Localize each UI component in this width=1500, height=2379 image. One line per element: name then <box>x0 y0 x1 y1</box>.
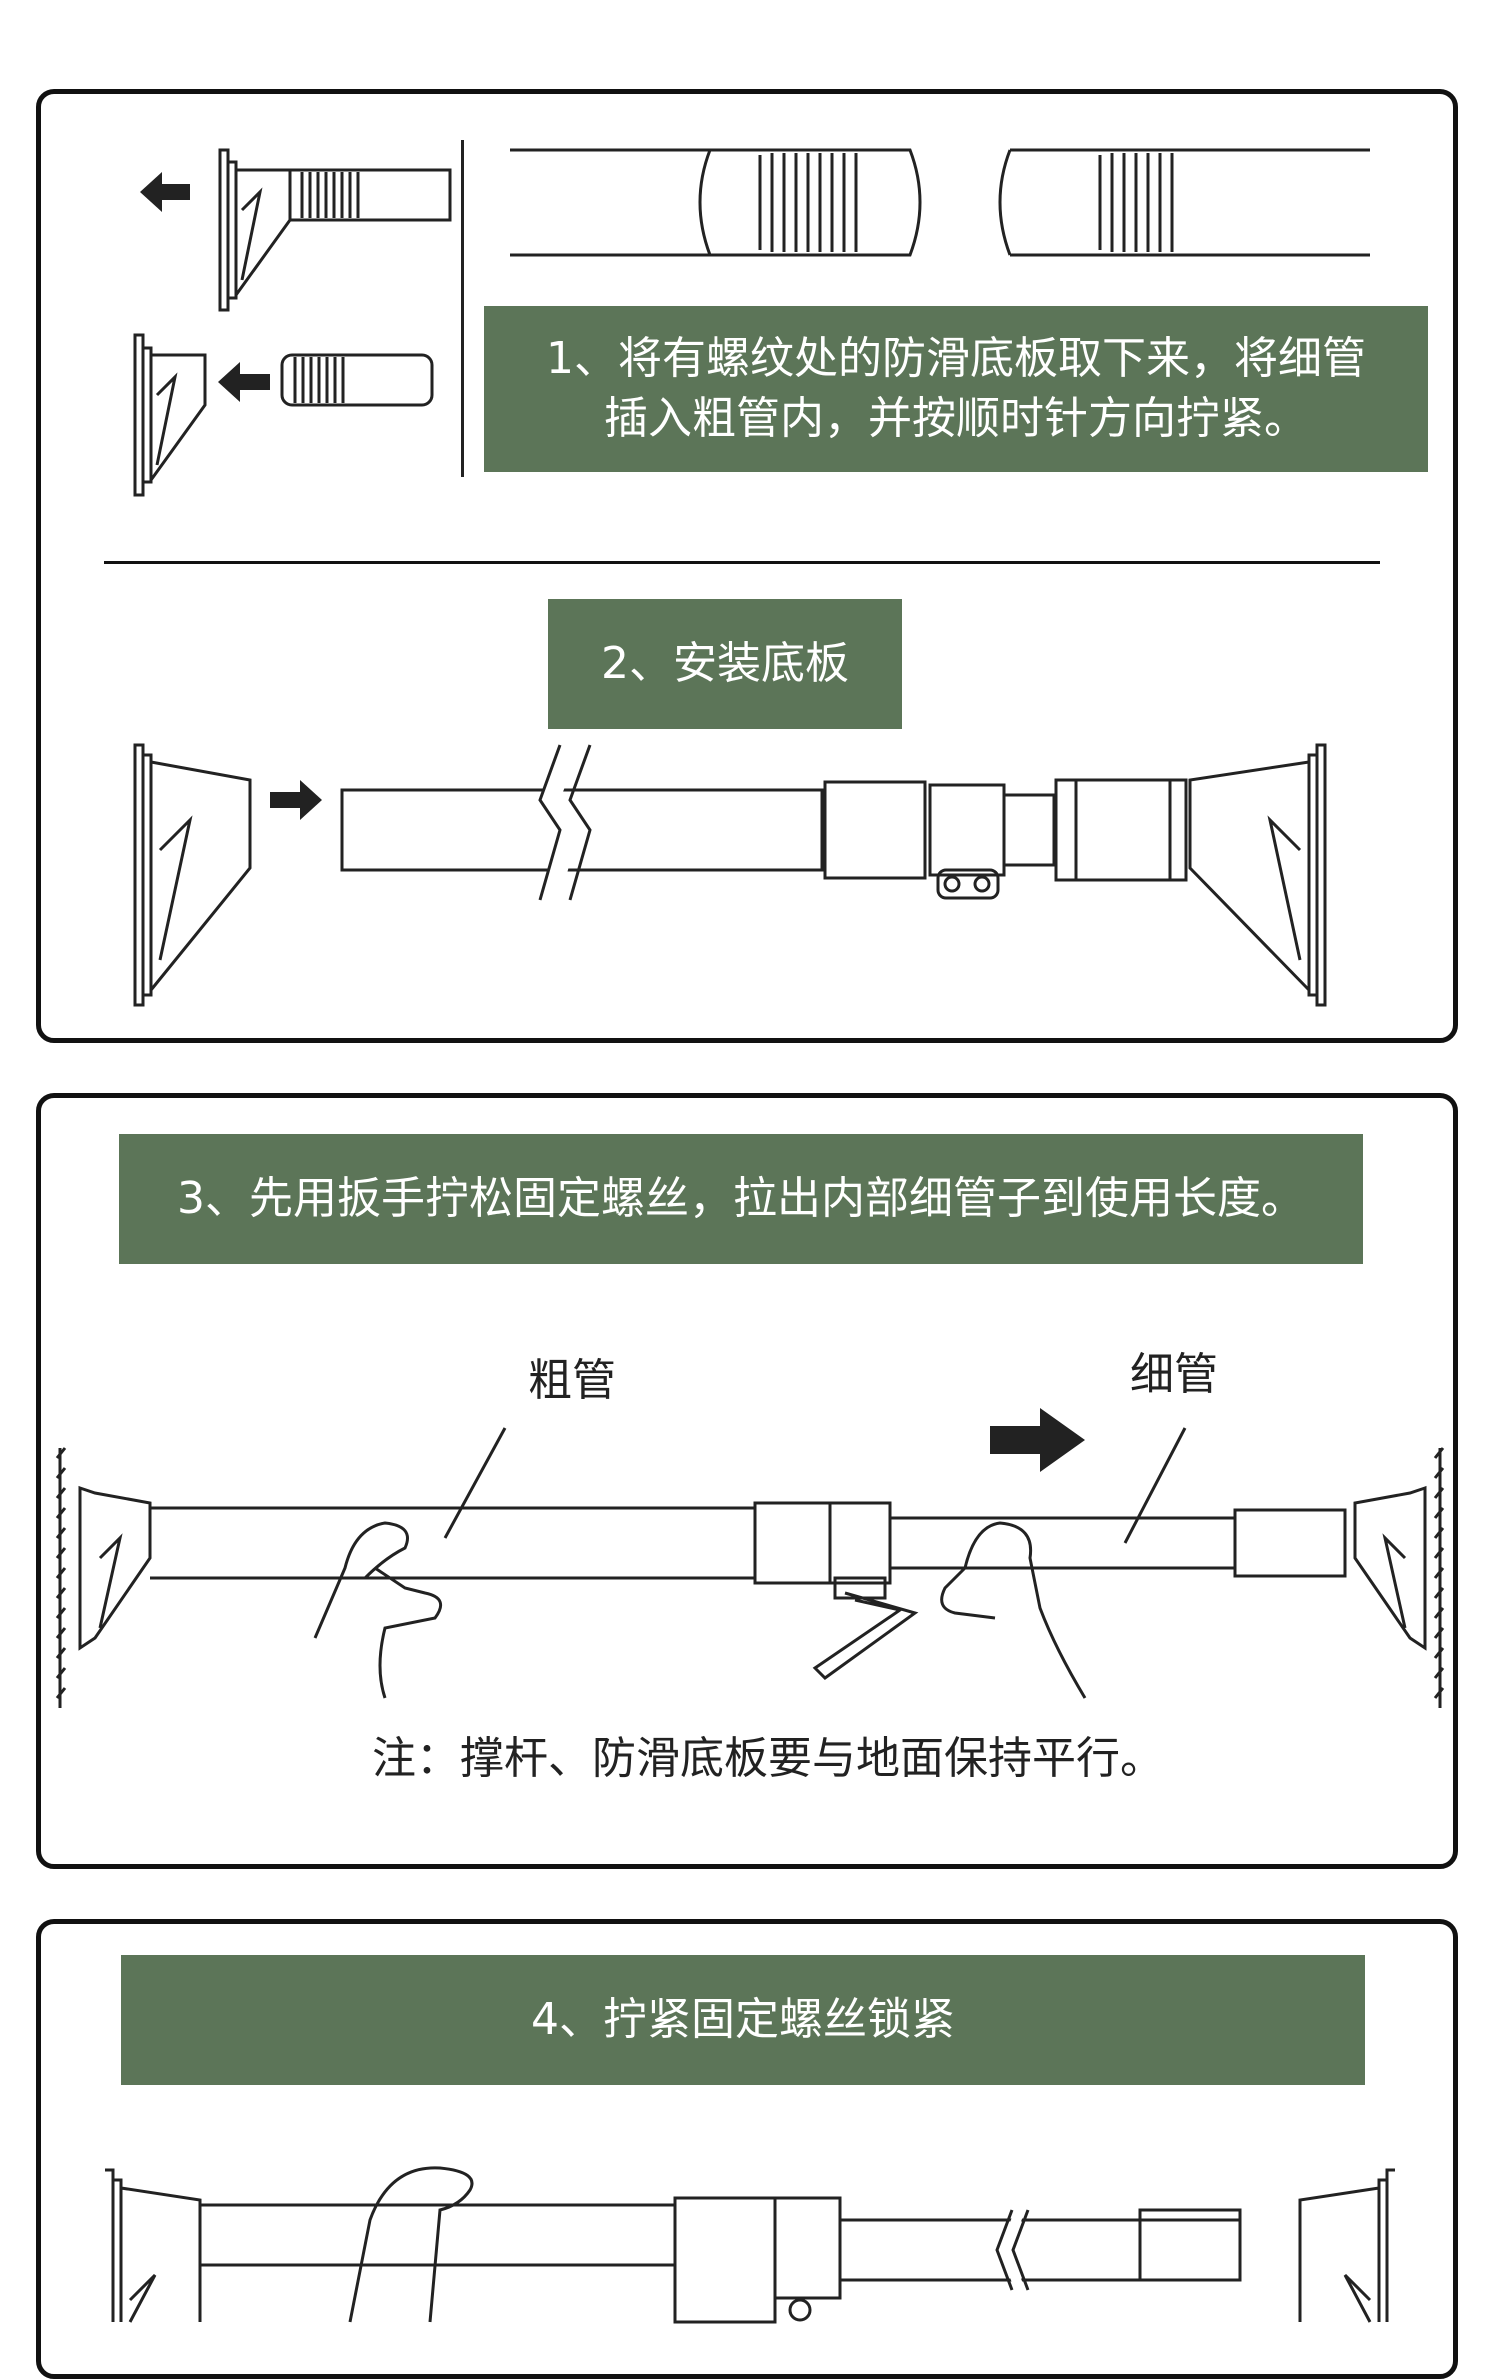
base-plate-icon <box>220 150 290 310</box>
step1-divider <box>461 140 464 477</box>
section-divider <box>104 561 1380 564</box>
arrow-right-icon <box>990 1408 1085 1472</box>
base-plate-icon <box>1190 745 1325 1005</box>
arrow-right-icon <box>270 780 322 820</box>
hand-icon <box>315 1523 1085 1698</box>
parallel-note: 注：撑杆、防滑底板要与地面保持平行。 <box>372 1733 1164 1784</box>
wrench-icon <box>815 1593 915 1678</box>
tube-thread-illustration <box>510 145 1370 260</box>
thin-tube-label: 细管 <box>1130 1349 1218 1400</box>
step3-text: 3、先用扳手拧松固定螺丝，拉出内部细管子到使用长度。 <box>177 1173 1305 1224</box>
step1-text-line1: 1、将有螺纹处的防滑底板取下来，将细管 <box>546 333 1366 384</box>
thread-rings <box>302 172 358 218</box>
rod-assembly-illustration <box>130 740 1330 1010</box>
hand-icon <box>350 2168 472 2322</box>
extend-rod-illustration <box>55 1408 1445 1718</box>
thick-tube-label: 粗管 <box>528 1355 616 1406</box>
base-attach-illustration <box>130 330 450 500</box>
base-plate-icon <box>135 745 250 1005</box>
step2-text: 2、安装底板 <box>601 638 849 689</box>
step3-banner: 3、先用扳手拧松固定螺丝，拉出内部细管子到使用长度。 <box>119 1134 1363 1264</box>
step-panel-1-2 <box>36 89 1458 1043</box>
step1-text-line2: 插入粗管内，并按顺时针方向拧紧。 <box>604 393 1308 444</box>
step4-text: 4、拧紧固定螺丝锁紧 <box>531 1994 955 2045</box>
tighten-screw-illustration <box>100 2160 1400 2322</box>
step1-banner: 1、将有螺纹处的防滑底板取下来，将细管 插入粗管内，并按顺时针方向拧紧。 <box>484 306 1428 472</box>
arrow-left-icon <box>218 362 270 402</box>
base-plate-icon <box>135 335 205 495</box>
arrow-left-icon <box>140 172 190 212</box>
step4-banner: 4、拧紧固定螺丝锁紧 <box>121 1955 1365 2085</box>
wall-icon <box>57 1448 1443 1708</box>
base-removal-illustration <box>140 140 450 320</box>
step2-banner: 2、安装底板 <box>548 599 902 729</box>
